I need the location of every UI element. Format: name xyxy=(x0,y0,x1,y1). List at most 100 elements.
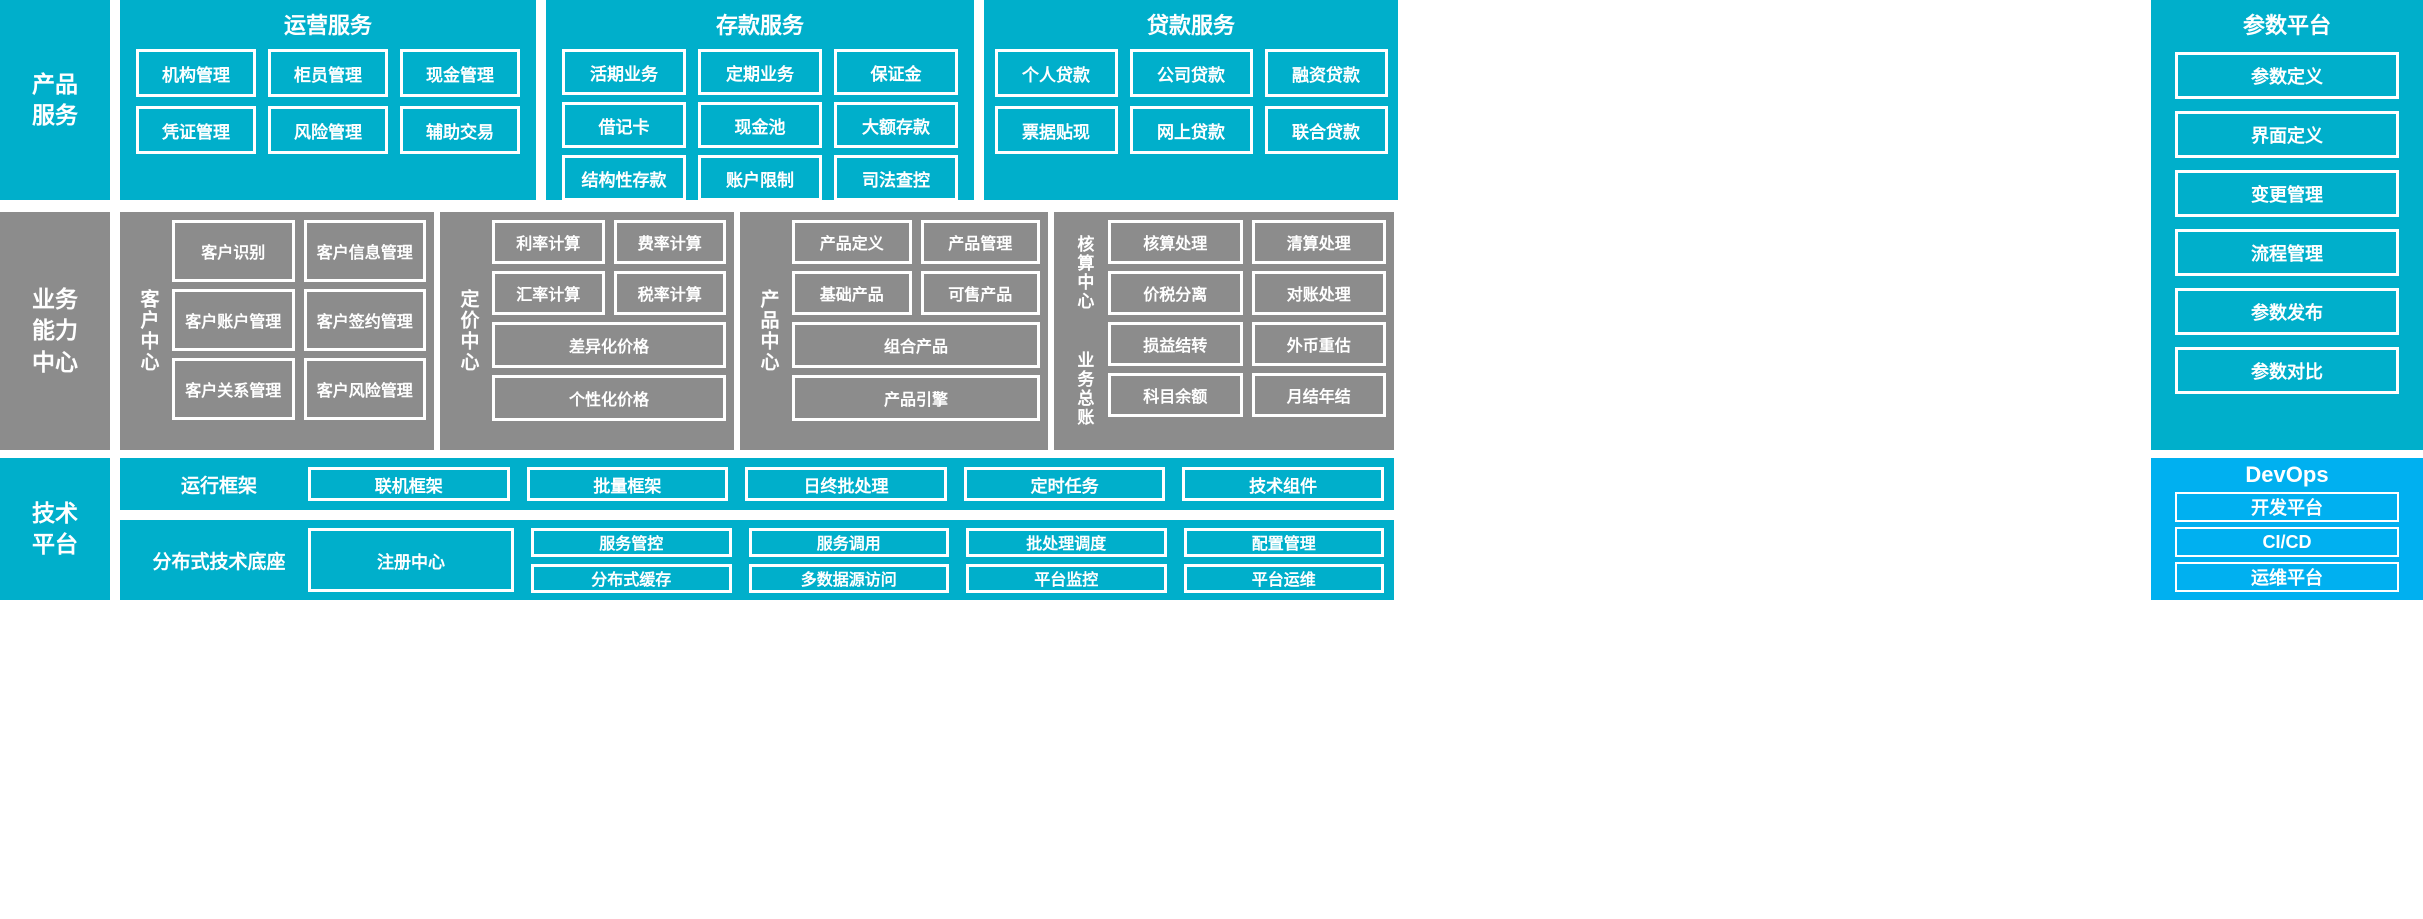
tile-batch-scheduling[interactable]: 批处理调度 xyxy=(966,527,1167,557)
tile-customer-info-management[interactable]: 客户信息管理 xyxy=(303,220,426,282)
tile-parameter-release[interactable]: 参数发布 xyxy=(2175,288,2399,335)
tile-account-restriction[interactable]: 账户限制 xyxy=(698,155,822,201)
tile-cash-management[interactable]: 现金管理 xyxy=(400,49,520,97)
tile-margin-deposit[interactable]: 保证金 xyxy=(834,49,958,95)
tile-combined-product[interactable]: 组合产品 xyxy=(792,322,1040,368)
tile-parameter-comparison[interactable]: 参数对比 xyxy=(2175,347,2399,394)
tile-parameter-definition[interactable]: 参数定义 xyxy=(2175,52,2399,99)
tile-change-management[interactable]: 变更管理 xyxy=(2175,170,2399,217)
tile-time-deposit[interactable]: 定期业务 xyxy=(698,49,822,95)
tile-bill-discount[interactable]: 票据贴现 xyxy=(994,106,1118,154)
devops-title: DevOps xyxy=(2245,462,2329,487)
tile-customer-contract-management[interactable]: 客户签约管理 xyxy=(303,289,426,351)
tile-platform-operations[interactable]: 平台运维 xyxy=(1183,563,1384,593)
tile-teller-management[interactable]: 柜员管理 xyxy=(268,49,388,97)
tile-ops-platform[interactable]: 运维平台 xyxy=(2175,562,2399,592)
group-loan-services: 贷款服务 个人贷款 公司贷款 融资贷款 票据贴现 网上贷款 联合贷款 xyxy=(984,0,1398,200)
tile-process-management[interactable]: 流程管理 xyxy=(2175,229,2399,276)
runtime-framework-strip: 运行框架 联机框架 批量框架 日终批处理 定时任务 技术组件 xyxy=(120,458,1394,510)
tile-fee-rate-calculation[interactable]: 费率计算 xyxy=(613,220,726,264)
pricing-row-2: 汇率计算 税率计算 xyxy=(492,271,726,315)
tile-technical-components[interactable]: 技术组件 xyxy=(1182,467,1384,501)
operations-tile-grid: 机构管理 柜员管理 现金管理 凭证管理 风险管理 辅助交易 xyxy=(130,49,526,154)
band-label-business-capability: 业务能力中心 xyxy=(0,212,110,450)
tile-product-definition[interactable]: 产品定义 xyxy=(792,220,912,264)
group-title-operations: 运营服务 xyxy=(283,13,372,38)
tile-service-governance[interactable]: 服务管控 xyxy=(531,527,732,557)
strip-label-runtime-framework: 运行框架 xyxy=(180,475,257,497)
center-label-pricing: 定价中心 xyxy=(457,289,479,373)
customer-center-body: 客户识别 客户信息管理 客户账户管理 客户签约管理 客户关系管理 客户风险管理 xyxy=(168,220,426,442)
tile-customer-risk-management[interactable]: 客户风险管理 xyxy=(303,358,426,420)
tile-service-invocation[interactable]: 服务调用 xyxy=(748,527,949,557)
parameter-platform-title: 参数平台 xyxy=(2242,13,2331,38)
tile-online-framework[interactable]: 联机框架 xyxy=(308,467,510,501)
devops-column: DevOps 开发平台 CI/CD 运维平台 xyxy=(2151,458,2423,600)
tile-month-year-end-closing[interactable]: 月结年结 xyxy=(1251,373,1386,417)
center-customer: 客户中心 客户识别 客户信息管理 客户账户管理 客户签约管理 客户关系管理 客户… xyxy=(120,212,434,450)
tile-financing-loan[interactable]: 融资贷款 xyxy=(1264,49,1388,97)
tile-profit-loss-carryover[interactable]: 损益结转 xyxy=(1108,322,1243,366)
tile-online-loan[interactable]: 网上贷款 xyxy=(1129,106,1253,154)
tile-end-of-day-batch[interactable]: 日终批处理 xyxy=(745,467,947,501)
tile-personal-loan[interactable]: 个人贷款 xyxy=(994,49,1118,97)
pricing-center-body: 利率计算 费率计算 汇率计算 税率计算 差异化价格 个性化价格 xyxy=(488,220,726,442)
distributed-row-2: 分布式缓存 多数据源访问 平台监控 平台运维 xyxy=(531,563,1384,593)
tile-cash-pool[interactable]: 现金池 xyxy=(698,102,822,148)
product-services-row: 产品服务 运营服务 机构管理 柜员管理 现金管理 凭证管理 风险管理 辅助交易 … xyxy=(0,0,2423,201)
tile-ci-cd[interactable]: CI/CD xyxy=(2175,527,2399,557)
tile-customer-identification[interactable]: 客户识别 xyxy=(172,220,295,282)
tile-scheduled-task[interactable]: 定时任务 xyxy=(963,467,1166,501)
tile-structured-deposit[interactable]: 结构性存款 xyxy=(562,155,686,201)
tile-customer-relationship-management[interactable]: 客户关系管理 xyxy=(172,358,295,420)
tile-sellable-product[interactable]: 可售产品 xyxy=(920,271,1040,315)
tile-accounting-processing[interactable]: 核算处理 xyxy=(1108,220,1243,264)
tile-platform-monitoring[interactable]: 平台监控 xyxy=(966,563,1167,593)
tile-distributed-cache[interactable]: 分布式缓存 xyxy=(531,563,732,593)
center-label-customer: 客户中心 xyxy=(137,289,159,373)
tile-corporate-loan[interactable]: 公司贷款 xyxy=(1129,49,1253,97)
tile-price-tax-separation[interactable]: 价税分离 xyxy=(1108,271,1243,315)
tile-customer-account-management[interactable]: 客户账户管理 xyxy=(172,289,295,351)
tile-reconciliation-processing[interactable]: 对账处理 xyxy=(1251,271,1386,315)
tile-differentiated-pricing[interactable]: 差异化价格 xyxy=(492,322,726,368)
group-title-deposit: 存款服务 xyxy=(715,13,804,38)
pricing-row-1: 利率计算 费率计算 xyxy=(492,220,726,264)
customer-row-3: 客户关系管理 客户风险管理 xyxy=(172,358,426,420)
tile-large-deposit[interactable]: 大额存款 xyxy=(834,102,958,148)
tile-settlement-processing[interactable]: 清算处理 xyxy=(1251,220,1386,264)
tile-registry-center[interactable]: 注册中心 xyxy=(308,528,514,592)
center-label-product: 产品中心 xyxy=(757,289,779,373)
tile-risk-management[interactable]: 风险管理 xyxy=(268,106,388,154)
tile-product-management[interactable]: 产品管理 xyxy=(920,220,1040,264)
tile-multi-datasource-access[interactable]: 多数据源访问 xyxy=(748,563,949,593)
customer-row-1: 客户识别 客户信息管理 xyxy=(172,220,426,282)
tile-product-engine[interactable]: 产品引擎 xyxy=(792,375,1040,421)
tile-debit-card[interactable]: 借记卡 xyxy=(562,102,686,148)
tile-configuration-management[interactable]: 配置管理 xyxy=(1183,527,1384,557)
tile-syndicated-loan[interactable]: 联合贷款 xyxy=(1264,106,1388,154)
tile-voucher-management[interactable]: 凭证管理 xyxy=(136,106,256,154)
product-row-1: 产品定义 产品管理 xyxy=(792,220,1040,264)
tile-interface-definition[interactable]: 界面定义 xyxy=(2175,111,2399,158)
tile-account-balance[interactable]: 科目余额 xyxy=(1108,373,1243,417)
parameter-platform-column: 参数平台 参数定义 界面定义 变更管理 流程管理 参数发布 参数对比 xyxy=(2151,0,2423,450)
tile-tax-rate-calculation[interactable]: 税率计算 xyxy=(613,271,726,315)
tile-exchange-rate-calculation[interactable]: 汇率计算 xyxy=(492,271,605,315)
tile-foreign-currency-revaluation[interactable]: 外币重估 xyxy=(1251,322,1386,366)
tile-batch-framework[interactable]: 批量框架 xyxy=(526,467,729,501)
tile-development-platform[interactable]: 开发平台 xyxy=(2175,492,2399,522)
product-center-body: 产品定义 产品管理 基础产品 可售产品 组合产品 产品引擎 xyxy=(788,220,1040,442)
tile-auxiliary-transaction[interactable]: 辅助交易 xyxy=(400,106,520,154)
distributed-base-strip: 分布式技术底座 注册中心 服务管控 服务调用 批处理调度 配置管理 分布式缓存 … xyxy=(120,520,1394,600)
tile-demand-deposit[interactable]: 活期业务 xyxy=(562,49,686,95)
tile-personalized-pricing[interactable]: 个性化价格 xyxy=(492,375,726,421)
accounting-center-body: 核算处理 清算处理 价税分离 对账处理 损益结转 外币重估 科目余额 月结年结 xyxy=(1104,220,1386,442)
tile-basic-product[interactable]: 基础产品 xyxy=(792,271,912,315)
tile-interest-rate-calculation[interactable]: 利率计算 xyxy=(492,220,605,264)
group-title-loan: 贷款服务 xyxy=(1146,13,1235,38)
tile-judicial-control[interactable]: 司法查控 xyxy=(834,155,958,201)
tile-org-management[interactable]: 机构管理 xyxy=(136,49,256,97)
accounting-row-4: 科目余额 月结年结 xyxy=(1108,373,1386,417)
